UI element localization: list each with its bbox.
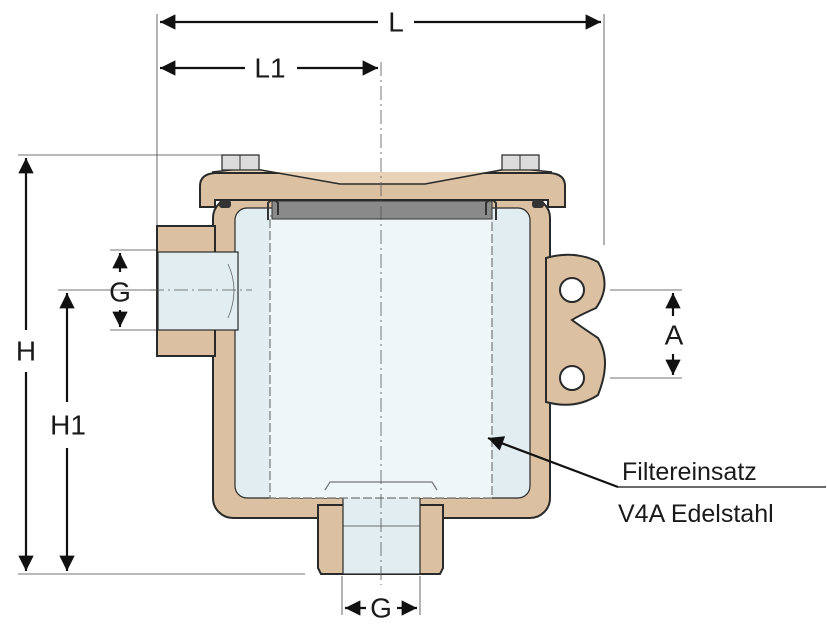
- center-lines: [150, 62, 382, 585]
- mounting-hole: [559, 277, 585, 303]
- inlet-bore: [157, 251, 239, 331]
- dim-A: A: [665, 320, 684, 351]
- dim-H: H: [16, 336, 36, 367]
- mounting-hole: [559, 365, 585, 391]
- annotation-filter-insert: Filtereinsatz: [622, 458, 757, 486]
- strainer-body: [156, 154, 606, 575]
- dim-G-side: G: [109, 277, 131, 308]
- dim-G-bottom: G: [370, 593, 392, 624]
- annotation-material: V4A Edelstahl: [618, 500, 774, 528]
- dim-L: L: [388, 7, 404, 38]
- cover: [199, 172, 566, 208]
- filter-gasket: [271, 200, 493, 220]
- dim-L1: L1: [254, 53, 285, 84]
- dim-H1: H1: [50, 410, 86, 441]
- dimension-arrows: [18, 14, 826, 616]
- outlet-bore: [342, 487, 421, 575]
